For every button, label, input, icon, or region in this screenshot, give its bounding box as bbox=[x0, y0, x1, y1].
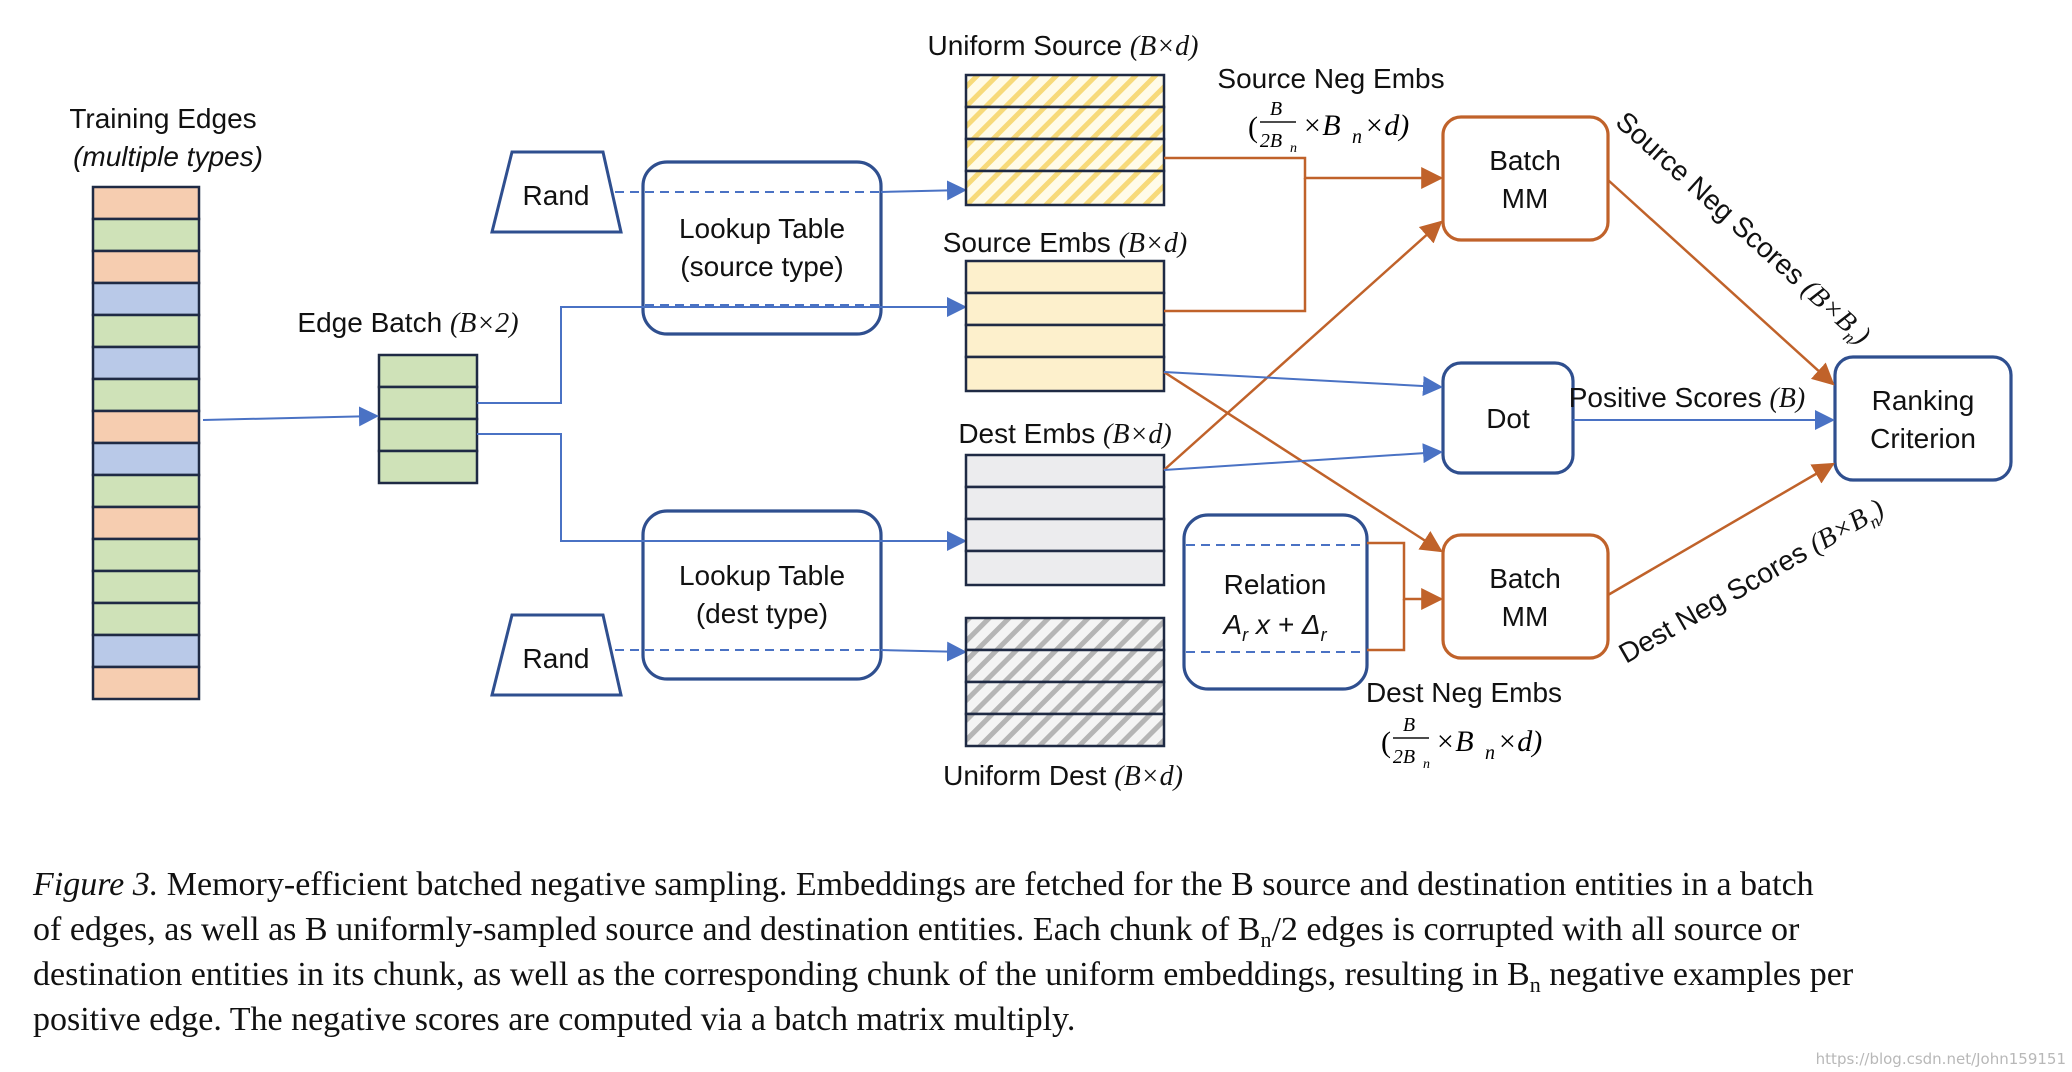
batch-mm-bottom-line1: Batch bbox=[1489, 563, 1561, 594]
lookup-dest-line2: (dest type) bbox=[696, 598, 828, 629]
dot-node bbox=[1441, 361, 1575, 475]
arrow-dest-embs-to-dot bbox=[1163, 443, 1443, 471]
rand-top-shape bbox=[490, 150, 623, 234]
training-edges-label: Training Edges bbox=[69, 103, 256, 134]
arrow-source-embs-to-dot bbox=[1163, 371, 1443, 397]
batch-mm-bottom bbox=[1441, 533, 1610, 660]
training-edge-row bbox=[91, 409, 201, 445]
caption-line3: destination entities in its chunk, as we… bbox=[33, 956, 1854, 997]
arrow-training-to-batch bbox=[202, 406, 379, 427]
svg-text:n: n bbox=[1485, 742, 1495, 764]
batch-mm-top bbox=[1441, 115, 1610, 242]
arrow-uniform-dest-to-mm bbox=[1367, 599, 1406, 652]
lookup-dest-line1: Lookup Table bbox=[679, 560, 845, 591]
source-embs-block bbox=[964, 259, 1166, 393]
training-edge-row bbox=[91, 537, 201, 573]
ranking-line2: Criterion bbox=[1870, 423, 1976, 454]
figure-caption: Figure 3. Memory-efficient batched negat… bbox=[32, 866, 1854, 1038]
dest-embs-block bbox=[964, 453, 1166, 587]
batch-mm-top-line2: MM bbox=[1502, 183, 1549, 214]
dest-neg-embs-dim: ( B 2B n ×B n ×d) bbox=[1381, 714, 1542, 772]
training-edge-row bbox=[91, 281, 201, 317]
arrow-dest-embs-to-mm-top bbox=[1163, 220, 1443, 471]
svg-text:×B: ×B bbox=[1435, 725, 1474, 758]
svg-text:×d): ×d) bbox=[1364, 109, 1409, 142]
uniform-source-block bbox=[964, 73, 1166, 207]
training-edge-row bbox=[91, 665, 201, 701]
svg-text:n: n bbox=[1290, 141, 1297, 156]
arrow-rand-to-uniform-dest bbox=[880, 641, 967, 662]
training-edge-row bbox=[91, 569, 201, 605]
svg-text:(: ( bbox=[1381, 726, 1391, 759]
arrow-uniform-source-to-mm bbox=[1164, 156, 1444, 189]
arrow-mm-bottom-to-ranking bbox=[1607, 462, 1835, 597]
source-embs-label: Source Embs (B×d) bbox=[943, 227, 1188, 259]
rand-bottom-shape bbox=[490, 613, 623, 697]
caption-line4: positive edge. The negative scores are c… bbox=[33, 1001, 1075, 1038]
caption-line2: of edges, as well as B uniformly-sampled… bbox=[33, 911, 1800, 952]
arrow-mm-top-to-ranking bbox=[1607, 179, 1835, 386]
training-edge-row bbox=[91, 601, 201, 637]
training-edge-row bbox=[91, 345, 201, 381]
ranking-line1: Ranking bbox=[1872, 385, 1975, 416]
training-edge-row bbox=[91, 185, 201, 221]
source-neg-embs-label: Source Neg Embs bbox=[1217, 63, 1444, 94]
svg-text:×d): ×d) bbox=[1497, 725, 1542, 758]
arrow-source-embs-to-mm bbox=[1164, 178, 1307, 313]
svg-text:B: B bbox=[1403, 714, 1415, 736]
svg-text:×B: ×B bbox=[1302, 109, 1341, 142]
lookup-table-dest bbox=[641, 509, 883, 681]
edge-batch-block bbox=[377, 353, 479, 485]
dest-neg-scores-label: Dest Neg Scores (B×Bn) bbox=[1614, 492, 1892, 673]
dest-embs-label: Dest Embs (B×d) bbox=[958, 418, 1171, 450]
relation-node bbox=[1182, 513, 1369, 691]
uniform-source-label: Uniform Source (B×d) bbox=[928, 30, 1199, 62]
edge-batch-label: Edge Batch (B×2) bbox=[297, 307, 518, 339]
arrow-relation-to-mm bbox=[1367, 541, 1444, 610]
training-edges-sublabel: (multiple types) bbox=[73, 141, 263, 172]
arrow-rand-to-uniform-source bbox=[880, 180, 967, 201]
training-edge-row bbox=[91, 441, 201, 477]
lookup-table-source bbox=[641, 160, 883, 336]
arrow-batch-to-dest-lookup bbox=[477, 433, 967, 551]
svg-text:(: ( bbox=[1248, 111, 1258, 144]
positive-scores-label: Positive Scores (B) bbox=[1569, 382, 1806, 414]
ranking-criterion-node bbox=[1833, 355, 2013, 482]
training-edges-column bbox=[91, 185, 201, 701]
watermark: https://blog.csdn.net/John159151 bbox=[1816, 1050, 2066, 1068]
svg-text:n: n bbox=[1352, 126, 1362, 148]
dest-neg-embs-label: Dest Neg Embs bbox=[1366, 677, 1562, 708]
training-edge-row bbox=[91, 217, 201, 253]
relation-label: Relation bbox=[1224, 569, 1327, 600]
batch-mm-bottom-line2: MM bbox=[1502, 601, 1549, 632]
dot-label: Dot bbox=[1486, 403, 1530, 434]
rand-bottom-label: Rand bbox=[523, 643, 590, 674]
relation-formula: Ar x + Δr bbox=[1221, 609, 1327, 645]
lookup-source-line1: Lookup Table bbox=[679, 213, 845, 244]
source-neg-scores-label: Source Neg Scores (B×Bn) bbox=[1607, 105, 1877, 353]
batch-mm-top-line1: Batch bbox=[1489, 145, 1561, 176]
lookup-source-line2: (source type) bbox=[680, 251, 843, 282]
training-edge-row bbox=[91, 505, 201, 541]
source-neg-embs-dim: ( B 2B n ×B n ×d) bbox=[1248, 98, 1409, 156]
svg-text:2B: 2B bbox=[1393, 746, 1415, 768]
training-edge-row bbox=[91, 249, 201, 285]
svg-text:n: n bbox=[1423, 757, 1430, 772]
training-edge-row bbox=[91, 377, 201, 413]
training-edge-row bbox=[91, 473, 201, 509]
svg-text:2B: 2B bbox=[1260, 130, 1282, 152]
arrow-batch-to-source-lookup bbox=[477, 297, 967, 404]
uniform-dest-block bbox=[964, 616, 1166, 748]
svg-text:B: B bbox=[1270, 98, 1282, 120]
rand-top-label: Rand bbox=[523, 180, 590, 211]
training-edge-row bbox=[91, 313, 201, 349]
caption-line1: Figure 3. Memory-efficient batched negat… bbox=[32, 866, 1814, 903]
uniform-dest-label: Uniform Dest (B×d) bbox=[943, 760, 1183, 792]
training-edge-row bbox=[91, 633, 201, 669]
